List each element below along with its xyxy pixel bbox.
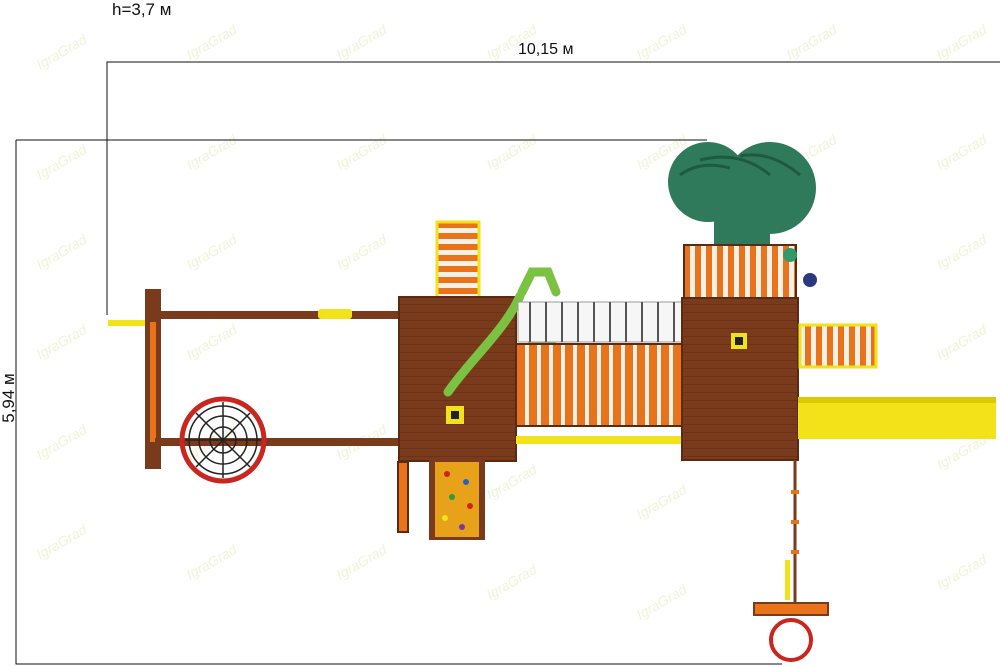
watermark-text: IgraGrad — [934, 321, 991, 363]
right-ladder — [798, 323, 878, 369]
watermark-text: IgraGrad — [34, 141, 91, 183]
right-deck — [681, 297, 799, 461]
watermark-text: IgraGrad — [184, 321, 241, 363]
nest-swing — [179, 396, 267, 484]
watermark-text: IgraGrad — [34, 231, 91, 273]
a-frame-accent — [150, 322, 156, 442]
watermark-text: IgraGrad — [634, 581, 691, 623]
watermark-text: IgraGrad — [184, 541, 241, 583]
length-dimension-label: 10,15 м — [518, 41, 574, 58]
length-dimension-line — [106, 61, 1000, 315]
telescope-icon — [783, 248, 797, 262]
height-dimension-label: h=3,7 м — [112, 0, 172, 19]
swing-frame — [108, 289, 401, 484]
watermark-text: IgraGrad — [934, 551, 991, 593]
left-ladder — [435, 220, 481, 300]
watermark-text: IgraGrad — [634, 481, 691, 523]
width-dimension-line — [15, 140, 782, 665]
swing-beam-bottom — [753, 602, 829, 616]
watermark-text: IgraGrad — [184, 131, 241, 173]
watermark-text: IgraGrad — [34, 31, 91, 73]
swing-seat — [318, 309, 352, 319]
roof-rail — [683, 244, 797, 300]
right-tower — [668, 142, 996, 662]
watermark-text: IgraGrad — [34, 321, 91, 363]
watermark-text: IgraGrad — [934, 131, 991, 173]
watermark-text: IgraGrad — [484, 561, 541, 603]
watermark-text: IgraGrad — [934, 21, 991, 63]
watermark-text: IgraGrad — [934, 231, 991, 273]
watermark-text: IgraGrad — [34, 421, 91, 463]
watermark-text: IgraGrad — [634, 21, 691, 63]
straight-slide — [798, 397, 996, 439]
dimension-lines — [15, 61, 1000, 665]
watermark-text: IgraGrad — [334, 131, 391, 173]
rope-bridge — [515, 301, 683, 444]
bridge-fence — [515, 343, 683, 427]
bridge-rail — [516, 436, 682, 444]
left-tower — [397, 220, 517, 540]
ring-swing — [769, 618, 813, 662]
watermark-text: IgraGrad — [484, 21, 541, 63]
rope-ladder — [785, 460, 799, 605]
bottom-beam — [155, 438, 401, 446]
top-beam — [155, 311, 401, 319]
watermark-text: IgraGrad — [334, 231, 391, 273]
steering-wheel-icon — [803, 273, 817, 287]
watermark-text: IgraGrad — [34, 521, 91, 563]
watermark-text: IgraGrad — [334, 541, 391, 583]
watermark-text: IgraGrad — [484, 461, 541, 503]
tube-slide — [668, 142, 816, 246]
watermark-text: IgraGrad — [184, 21, 241, 63]
side-panel — [397, 461, 409, 533]
watermark-text: IgraGrad — [784, 21, 841, 63]
watermark-text: IgraGrad — [484, 131, 541, 173]
watermark-text: IgraGrad — [184, 231, 241, 273]
swing-seat-left — [108, 320, 154, 326]
watermark-text: IgraGrad — [334, 21, 391, 63]
